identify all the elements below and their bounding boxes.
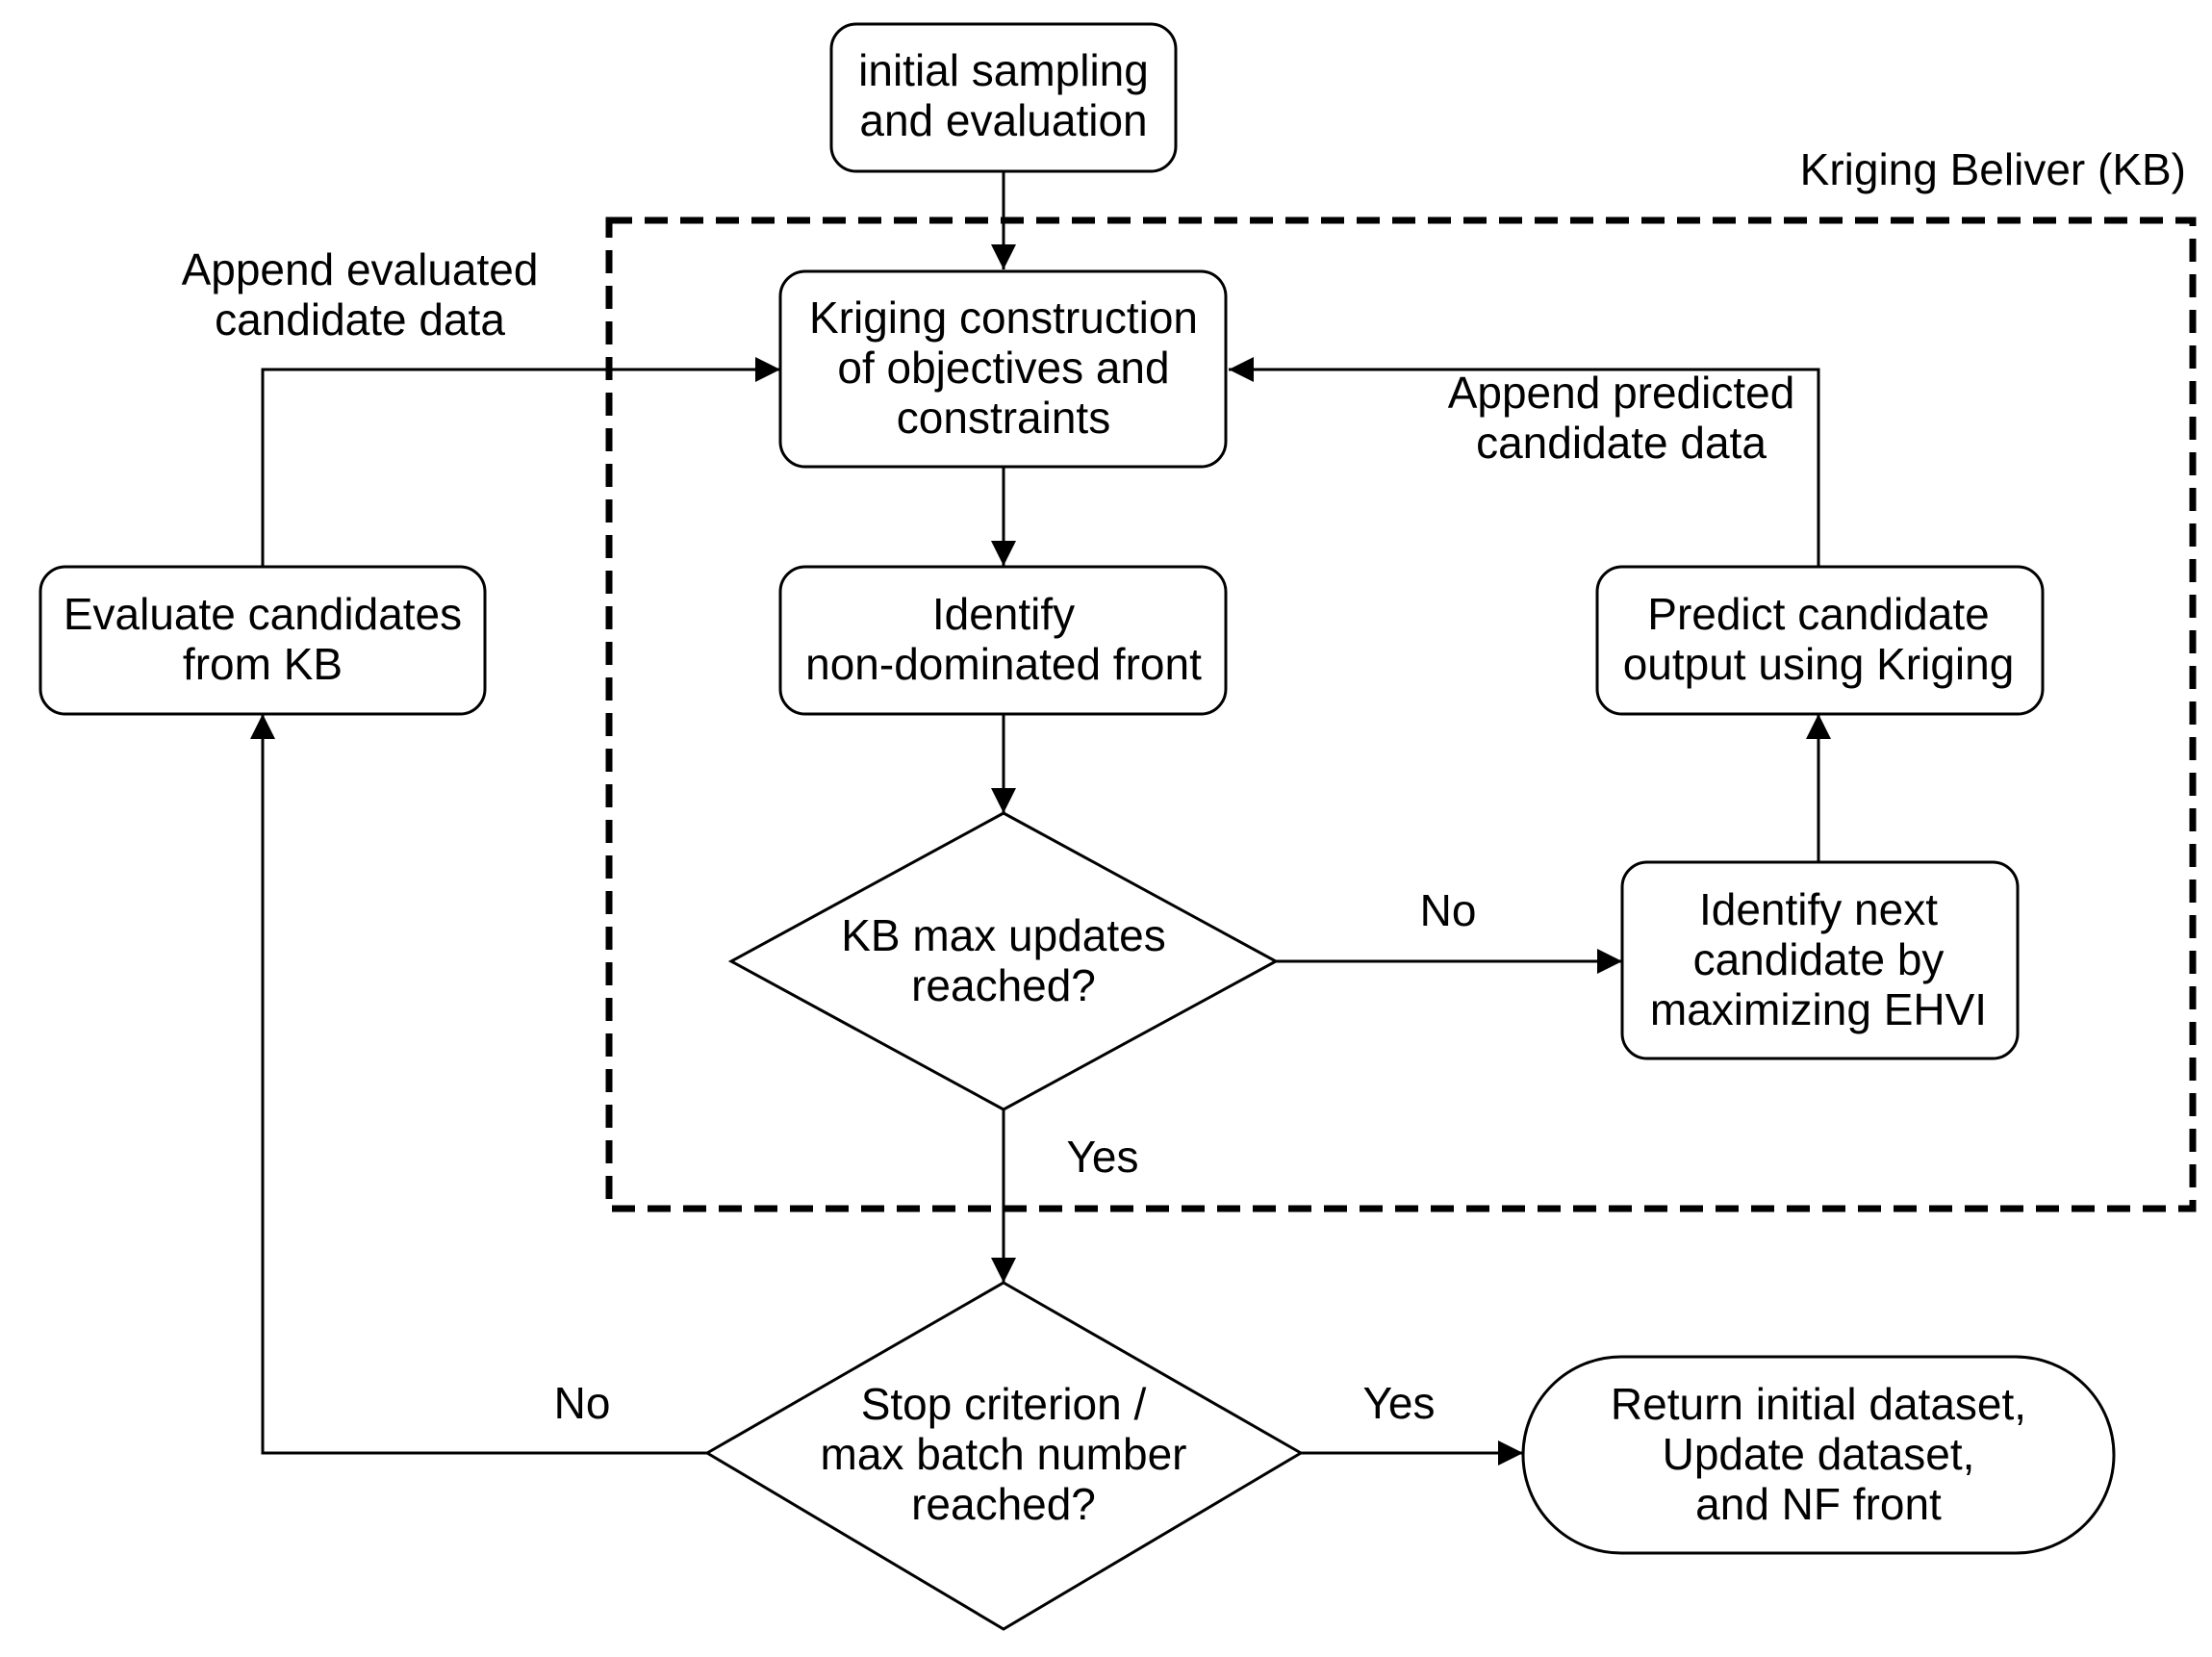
node-text: constraints [897,393,1110,443]
node-return-results: Return initial dataset, Update dataset, … [1521,1355,2116,1555]
node-text: Update dataset, [1663,1429,1975,1479]
node-text: output using Kriging [1623,639,2015,689]
node-text: and NF front [1695,1479,1942,1529]
node-text: candidate by [1693,934,1945,984]
node-stop-decision: Stop criterion / max batch number reache… [704,1281,1304,1631]
node-text: of objectives and [837,343,1169,393]
node-text: max batch number [821,1429,1187,1479]
node-evaluate-candidates: Evaluate candidates from KB [38,565,487,716]
label-append-predicted: Append predicted [1448,368,1795,418]
kb-region-border [605,217,2197,1212]
label-stop-yes: Yes [1362,1378,1435,1428]
label-append-predicted: candidate data [1476,418,1767,468]
node-text: Evaluate candidates [64,589,462,639]
label-kb-yes: Yes [1066,1132,1138,1182]
node-text: reached? [911,1479,1096,1529]
label-stop-no: No [554,1378,611,1428]
node-text: from KB [183,639,343,689]
node-kb-decision: KB max updates reached? [727,811,1280,1111]
node-text: and evaluation [859,95,1147,145]
node-text: reached? [911,960,1096,1010]
node-text: Identify next [1699,884,1938,934]
node-next-candidate: Identify next candidate by maximizing EH… [1620,860,2020,1060]
edge-evaluate-to-kriging [261,357,780,566]
node-text: KB max updates [841,910,1166,960]
label-append-evaluated: candidate data [215,294,505,344]
node-initial-sampling: initial sampling and evaluation [829,22,1178,173]
node-predict-candidate: Predict candidate output using Kriging [1595,565,2045,716]
node-text: non-dominated front [805,639,1202,689]
node-identify-front: Identify non-dominated front [778,565,1228,716]
label-kb-no: No [1420,885,1477,935]
node-text: maximizing EHVI [1650,984,1987,1034]
node-text: Return initial dataset, [1611,1379,2026,1429]
node-text: Stop criterion / [861,1379,1147,1429]
node-text: Identify [932,589,1075,639]
edge-stop-no [250,714,707,1455]
kb-region-label: Kriging Beliver (KB) [1800,144,2186,194]
node-text: Kriging construction [809,293,1198,343]
label-append-evaluated: Append evaluated [182,244,539,294]
node-kriging-construction: Kriging construction of objectives and c… [778,269,1228,469]
node-text: initial sampling [858,45,1149,95]
edge-predict-to-kriging [1229,357,1820,566]
node-text: Predict candidate [1647,589,1989,639]
